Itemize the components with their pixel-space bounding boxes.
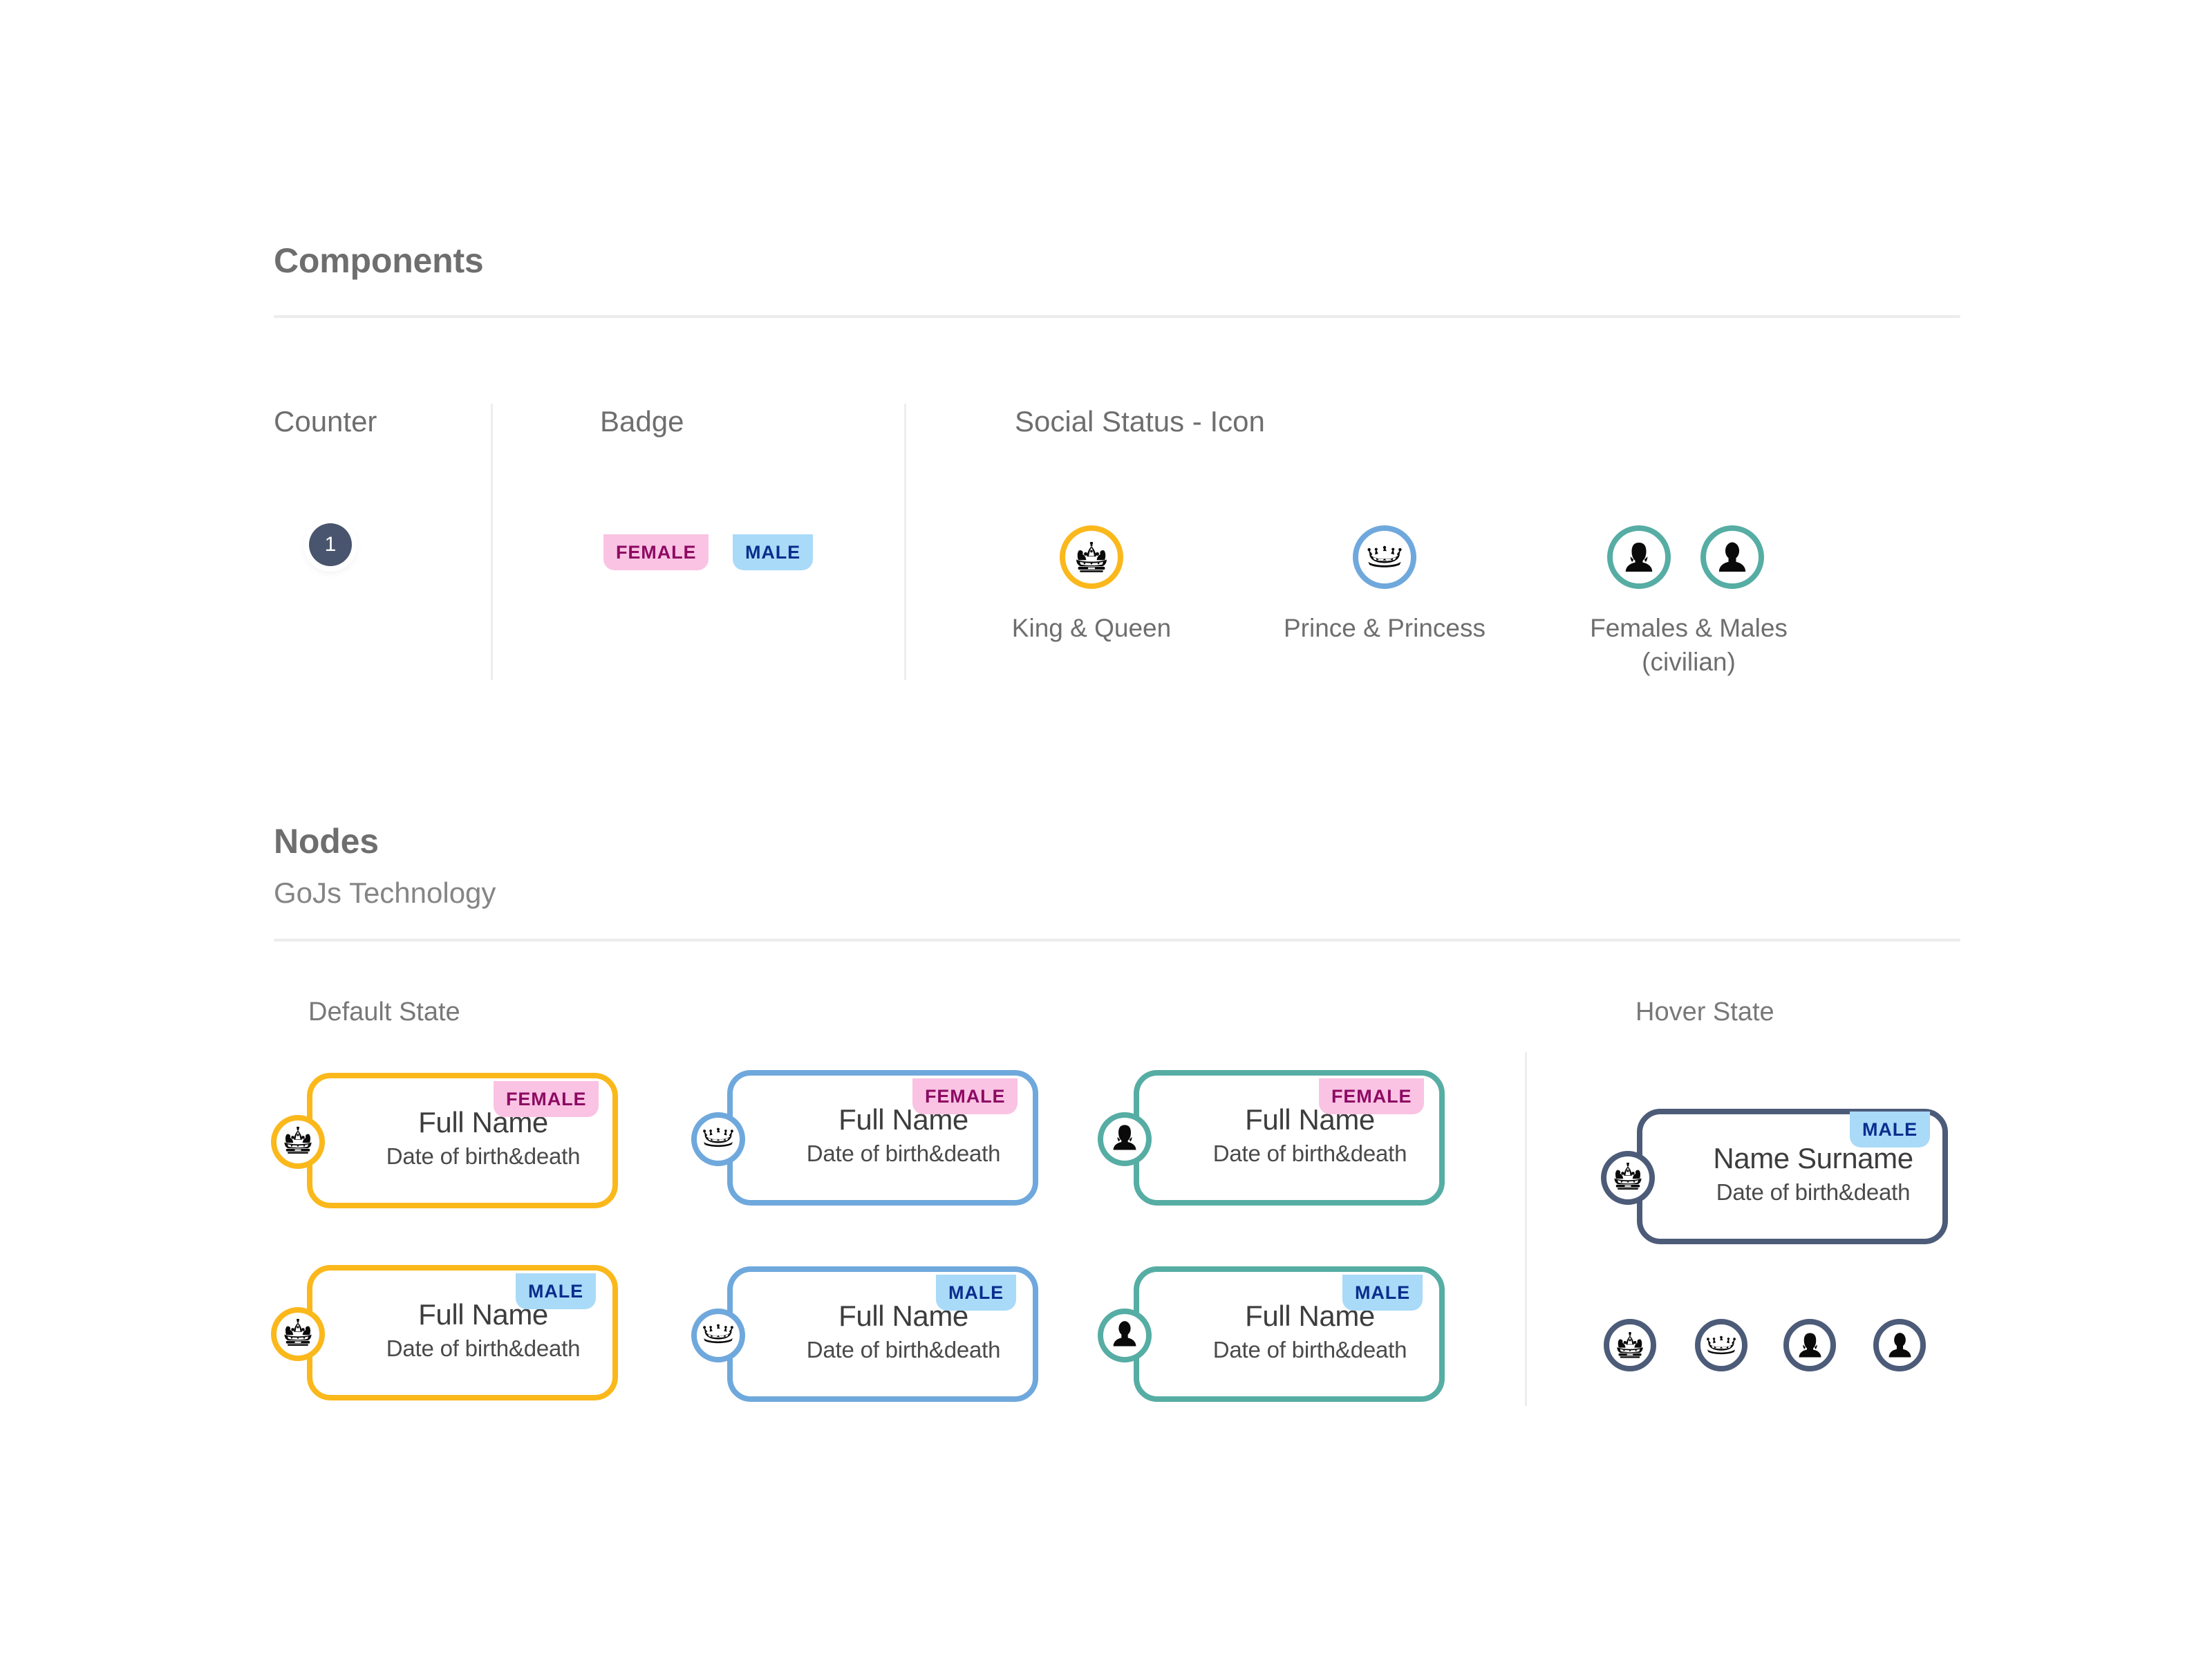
column-divider-2 <box>904 404 906 680</box>
node-badge-female[interactable]: FEMALE <box>912 1078 1018 1114</box>
status-icon-female-civilian[interactable] <box>1607 525 1671 589</box>
components-section-title: Components <box>274 241 484 280</box>
status-icon-male-civilian[interactable] <box>1700 525 1764 589</box>
column-title-badge: Badge <box>600 405 684 438</box>
badge-female[interactable]: FEMALE <box>603 534 709 570</box>
node-avatar-hover-royal[interactable] <box>1601 1151 1655 1205</box>
status-caption-prince-princess: Prince & Princess <box>1284 614 1485 642</box>
node-date: Date of birth&death <box>806 1337 1001 1362</box>
node-avatar-royal[interactable] <box>271 1115 325 1169</box>
person-male-icon <box>1112 1320 1137 1351</box>
column-title-counter: Counter <box>274 405 377 438</box>
node-avatar-male[interactable] <box>1098 1309 1152 1362</box>
coronet-crown-icon <box>702 1324 735 1348</box>
coronet-crown-icon <box>1366 545 1403 569</box>
nodes-section-title: Nodes <box>274 822 379 861</box>
person-male-icon <box>1888 1332 1912 1358</box>
hover-avatar-royal[interactable] <box>1604 1319 1656 1371</box>
royal-crown-icon <box>281 1318 315 1349</box>
hover-avatar-female[interactable] <box>1783 1319 1836 1371</box>
status-caption-king-queen: King & Queen <box>1011 614 1172 642</box>
nodes-section-divider <box>274 939 1960 941</box>
status-caption-civilian-line2: (civilian) <box>1642 648 1736 676</box>
royal-crown-icon <box>1614 1332 1646 1358</box>
state-section-divider <box>1525 1052 1527 1406</box>
hover-state-label: Hover State <box>1635 997 1774 1027</box>
coronet-crown-icon <box>702 1127 735 1152</box>
column-divider-1 <box>491 404 493 680</box>
status-caption-civilian-line1: Females & Males <box>1590 614 1788 642</box>
node-date: Date of birth&death <box>806 1141 1001 1166</box>
royal-crown-icon <box>1611 1162 1644 1193</box>
node-avatar-noble[interactable] <box>691 1309 745 1362</box>
person-female-icon <box>1798 1332 1822 1358</box>
coronet-crown-icon <box>1705 1335 1737 1356</box>
hover-avatar-male[interactable] <box>1873 1319 1926 1371</box>
node-badge-male-hover[interactable]: MALE <box>1850 1112 1931 1147</box>
node-badge-male[interactable]: MALE <box>516 1273 597 1309</box>
badge-male[interactable]: MALE <box>733 534 814 570</box>
node-avatar-noble[interactable] <box>691 1112 745 1166</box>
counter-badge[interactable]: 1 <box>309 523 352 566</box>
status-icon-king-queen[interactable] <box>1060 525 1123 589</box>
status-icon-prince-princess[interactable] <box>1353 525 1416 589</box>
royal-crown-icon <box>1073 542 1110 572</box>
node-badge-male[interactable]: MALE <box>1342 1275 1423 1311</box>
components-section-divider <box>274 315 1960 318</box>
node-date: Date of birth&death <box>386 1335 581 1361</box>
person-female-icon <box>1624 541 1653 573</box>
node-date: Date of birth&death <box>1716 1179 1911 1205</box>
node-date: Date of birth&death <box>1212 1337 1407 1362</box>
node-date: Date of birth&death <box>386 1143 581 1169</box>
node-badge-female[interactable]: FEMALE <box>494 1081 599 1117</box>
node-date: Date of birth&death <box>1212 1141 1407 1166</box>
person-male-icon <box>1718 541 1747 573</box>
node-badge-male[interactable]: MALE <box>936 1275 1017 1311</box>
column-title-social-status: Social Status - Icon <box>1015 405 1265 438</box>
node-badge-female[interactable]: FEMALE <box>1319 1078 1425 1114</box>
nodes-section-subtitle: GoJs Technology <box>274 877 496 909</box>
node-avatar-female[interactable] <box>1098 1112 1152 1166</box>
royal-crown-icon <box>281 1126 315 1157</box>
node-avatar-royal[interactable] <box>271 1307 325 1361</box>
person-female-icon <box>1112 1124 1137 1154</box>
default-state-label: Default State <box>308 997 460 1027</box>
hover-avatar-noble[interactable] <box>1695 1319 1747 1371</box>
